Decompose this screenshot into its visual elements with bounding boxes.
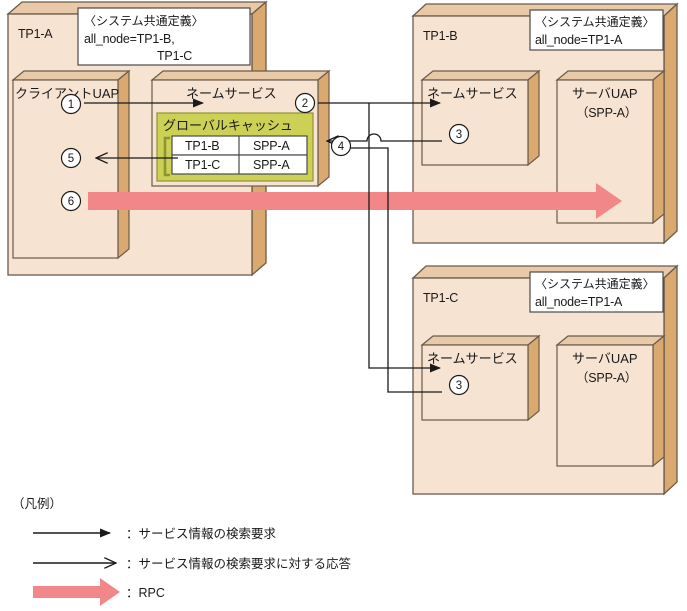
legend: （凡例） ：サービス情報の検索要求 ：サービス情報の検索要求に対する応答 ：RP… bbox=[12, 497, 352, 606]
tp1b-sysdef-title: 〈システム共通定義〉 bbox=[535, 14, 655, 29]
step-4-number: 4 bbox=[338, 141, 345, 153]
cache-cell-0-node: TP1-B bbox=[185, 139, 219, 153]
node-tp1a: TP1-A 〈システム共通定義〉 all_node=TP1-B, TP1-C ク… bbox=[6, 0, 331, 277]
client-uap-box-side bbox=[117, 69, 130, 260]
tp1b-sysdef: 〈システム共通定義〉 all_node=TP1-A bbox=[529, 9, 664, 51]
cache-bracket-icon bbox=[163, 136, 170, 177]
tp1a-sysdef-box bbox=[77, 7, 251, 66]
cache-cell-0-service: SPP-A bbox=[253, 139, 290, 153]
step-3b-number: 3 bbox=[456, 129, 462, 141]
server-uap-c-box-side bbox=[652, 334, 665, 468]
step-3c-circle bbox=[448, 374, 470, 396]
step-2-number: 2 bbox=[302, 98, 308, 110]
ns-c-box-top bbox=[420, 335, 541, 346]
server-uap-b-box-side bbox=[652, 69, 665, 225]
step-marker-1: 1 bbox=[60, 93, 82, 115]
tp1b-sysdef-line1: all_node=TP1-A bbox=[535, 33, 623, 47]
ns-c-box-face bbox=[421, 344, 529, 421]
ns-c-label: ネームサービス bbox=[427, 351, 518, 366]
step-1-circle bbox=[60, 93, 82, 115]
legend-text-2: ：RPC bbox=[126, 586, 165, 600]
tp1c-box-side bbox=[663, 264, 678, 496]
client-uap-box-top bbox=[11, 70, 131, 81]
step-4-circle bbox=[330, 135, 352, 157]
rpc-block-arrow-icon bbox=[88, 183, 622, 219]
step-marker-3c: 3 bbox=[448, 374, 470, 396]
arrow-step3c-response bbox=[334, 147, 442, 393]
tp1a-sysdef-title: 〈システム共通定義〉 bbox=[84, 13, 204, 28]
client-uap-label: クライアントUAP bbox=[15, 86, 119, 101]
step-marker-3b: 3 bbox=[448, 123, 470, 145]
legend-text-1: ：サービス情報の検索要求に対する応答 bbox=[126, 556, 352, 571]
server-uap-c-label: サーバUAP bbox=[572, 351, 638, 366]
tp1b-label: TP1-B bbox=[423, 29, 457, 43]
tp1b-sysdef-box bbox=[529, 9, 664, 51]
step-6-number: 6 bbox=[68, 196, 74, 208]
global-cache: グローバルキャッシュ TP1-B SPP-A TP1-C SPP-A bbox=[156, 112, 314, 182]
step-2-circle bbox=[294, 92, 316, 114]
step-1-number: 1 bbox=[68, 99, 74, 111]
tp1c-label: TP1-C bbox=[423, 291, 458, 305]
legend-item-0: ：サービス情報の検索要求 bbox=[33, 527, 277, 541]
tp1a-label: TP1-A bbox=[18, 27, 53, 41]
ns-a-box-top bbox=[150, 70, 331, 81]
step-6-circle bbox=[60, 190, 82, 212]
server-uap-b-sublabel: （SPP-A） bbox=[576, 106, 637, 120]
server-uap-b-label: サーバUAP bbox=[572, 86, 638, 101]
step-marker-5: 5 bbox=[60, 147, 82, 169]
tp1c-sysdef: 〈システム共通定義〉 all_node=TP1-A bbox=[529, 271, 664, 313]
step-3c-number: 3 bbox=[456, 380, 462, 392]
rpc-block-arrow-icon bbox=[33, 578, 120, 606]
tp1b-name-service: ネームサービス bbox=[420, 69, 541, 167]
tp1c-sysdef-line1: all_node=TP1-A bbox=[535, 295, 623, 309]
cache-cell-1-node: TP1-C bbox=[185, 158, 220, 172]
legend-title: （凡例） bbox=[12, 497, 62, 511]
arrow-step2-to-c bbox=[368, 103, 441, 373]
node-tp1c: TP1-C 〈システム共通定義〉 all_node=TP1-A ネームサービス … bbox=[411, 264, 679, 496]
legend-item-2: ：RPC bbox=[33, 578, 165, 606]
cache-cell-1-service: SPP-A bbox=[253, 158, 290, 172]
tp1a-sysdef-line1: all_node=TP1-B, bbox=[84, 32, 174, 46]
ns-a-label: ネームサービス bbox=[186, 86, 277, 101]
server-uap-c-box-top bbox=[555, 335, 666, 346]
ns-b-box-face bbox=[421, 79, 529, 166]
legend-text-0: ：サービス情報の検索要求 bbox=[126, 527, 277, 541]
step-marker-4: 4 bbox=[330, 135, 352, 157]
step-marker-6: 6 bbox=[60, 190, 82, 212]
step-5-number: 5 bbox=[68, 153, 74, 165]
ns-b-box-top bbox=[420, 70, 541, 81]
server-uap-c-box-face bbox=[556, 344, 654, 467]
tp1b-box-side bbox=[663, 2, 678, 245]
step-5-circle bbox=[60, 147, 82, 169]
server-uap-c-sublabel: （SPP-A） bbox=[576, 371, 637, 385]
arrow-step3b-response bbox=[327, 133, 442, 141]
server-uap-b-box-top bbox=[555, 70, 666, 81]
tp1c-server-uap: サーバUAP （SPP-A） bbox=[555, 334, 666, 468]
step-3b-circle bbox=[448, 123, 470, 145]
tp1a-sysdef-line2: TP1-C bbox=[157, 49, 192, 63]
tp1c-sysdef-title: 〈システム共通定義〉 bbox=[535, 276, 655, 291]
tp1c-name-service: ネームサービス bbox=[420, 334, 541, 422]
ns-a-box-side bbox=[317, 69, 330, 188]
step-marker-2: 2 bbox=[294, 92, 316, 114]
legend-item-1: ：サービス情報の検索要求に対する応答 bbox=[33, 556, 352, 571]
tp1a-name-service: ネームサービス グローバルキャッシュ TP1-B SPP-A TP1-C SPP… bbox=[150, 69, 331, 188]
ns-b-box-side bbox=[527, 69, 540, 167]
tp1c-sysdef-box bbox=[529, 271, 664, 313]
tp1a-sysdef: 〈システム共通定義〉 all_node=TP1-B, TP1-C bbox=[77, 7, 251, 66]
ns-b-label: ネームサービス bbox=[427, 86, 518, 101]
ns-c-box-side bbox=[527, 334, 540, 422]
global-cache-label: グローバルキャッシュ bbox=[163, 118, 293, 133]
